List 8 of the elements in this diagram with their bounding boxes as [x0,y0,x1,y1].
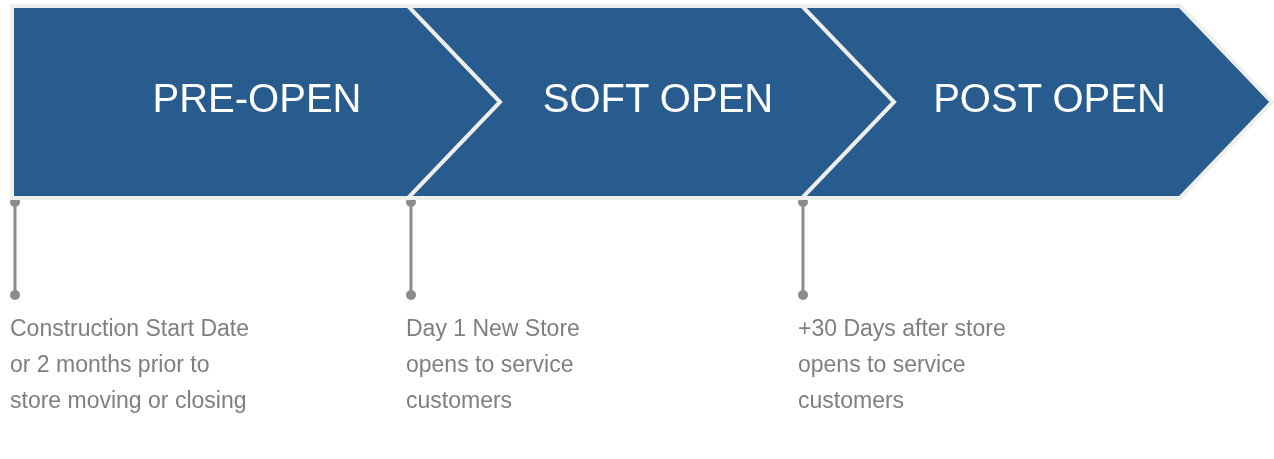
milestone-description: +30 Days after store opens to service customers [798,314,1007,415]
phase-title: SOFT OPEN [541,76,775,121]
phase-title: POST OPEN [932,76,1167,121]
milestone-description: Construction Start Date or 2 months prior to store moving or closing [10,314,251,415]
milestone-pin [406,197,416,300]
milestone-description: Day 1 New Store opens to service customers [406,314,581,415]
milestone-pin [798,197,808,300]
milestone-pin [10,197,20,300]
